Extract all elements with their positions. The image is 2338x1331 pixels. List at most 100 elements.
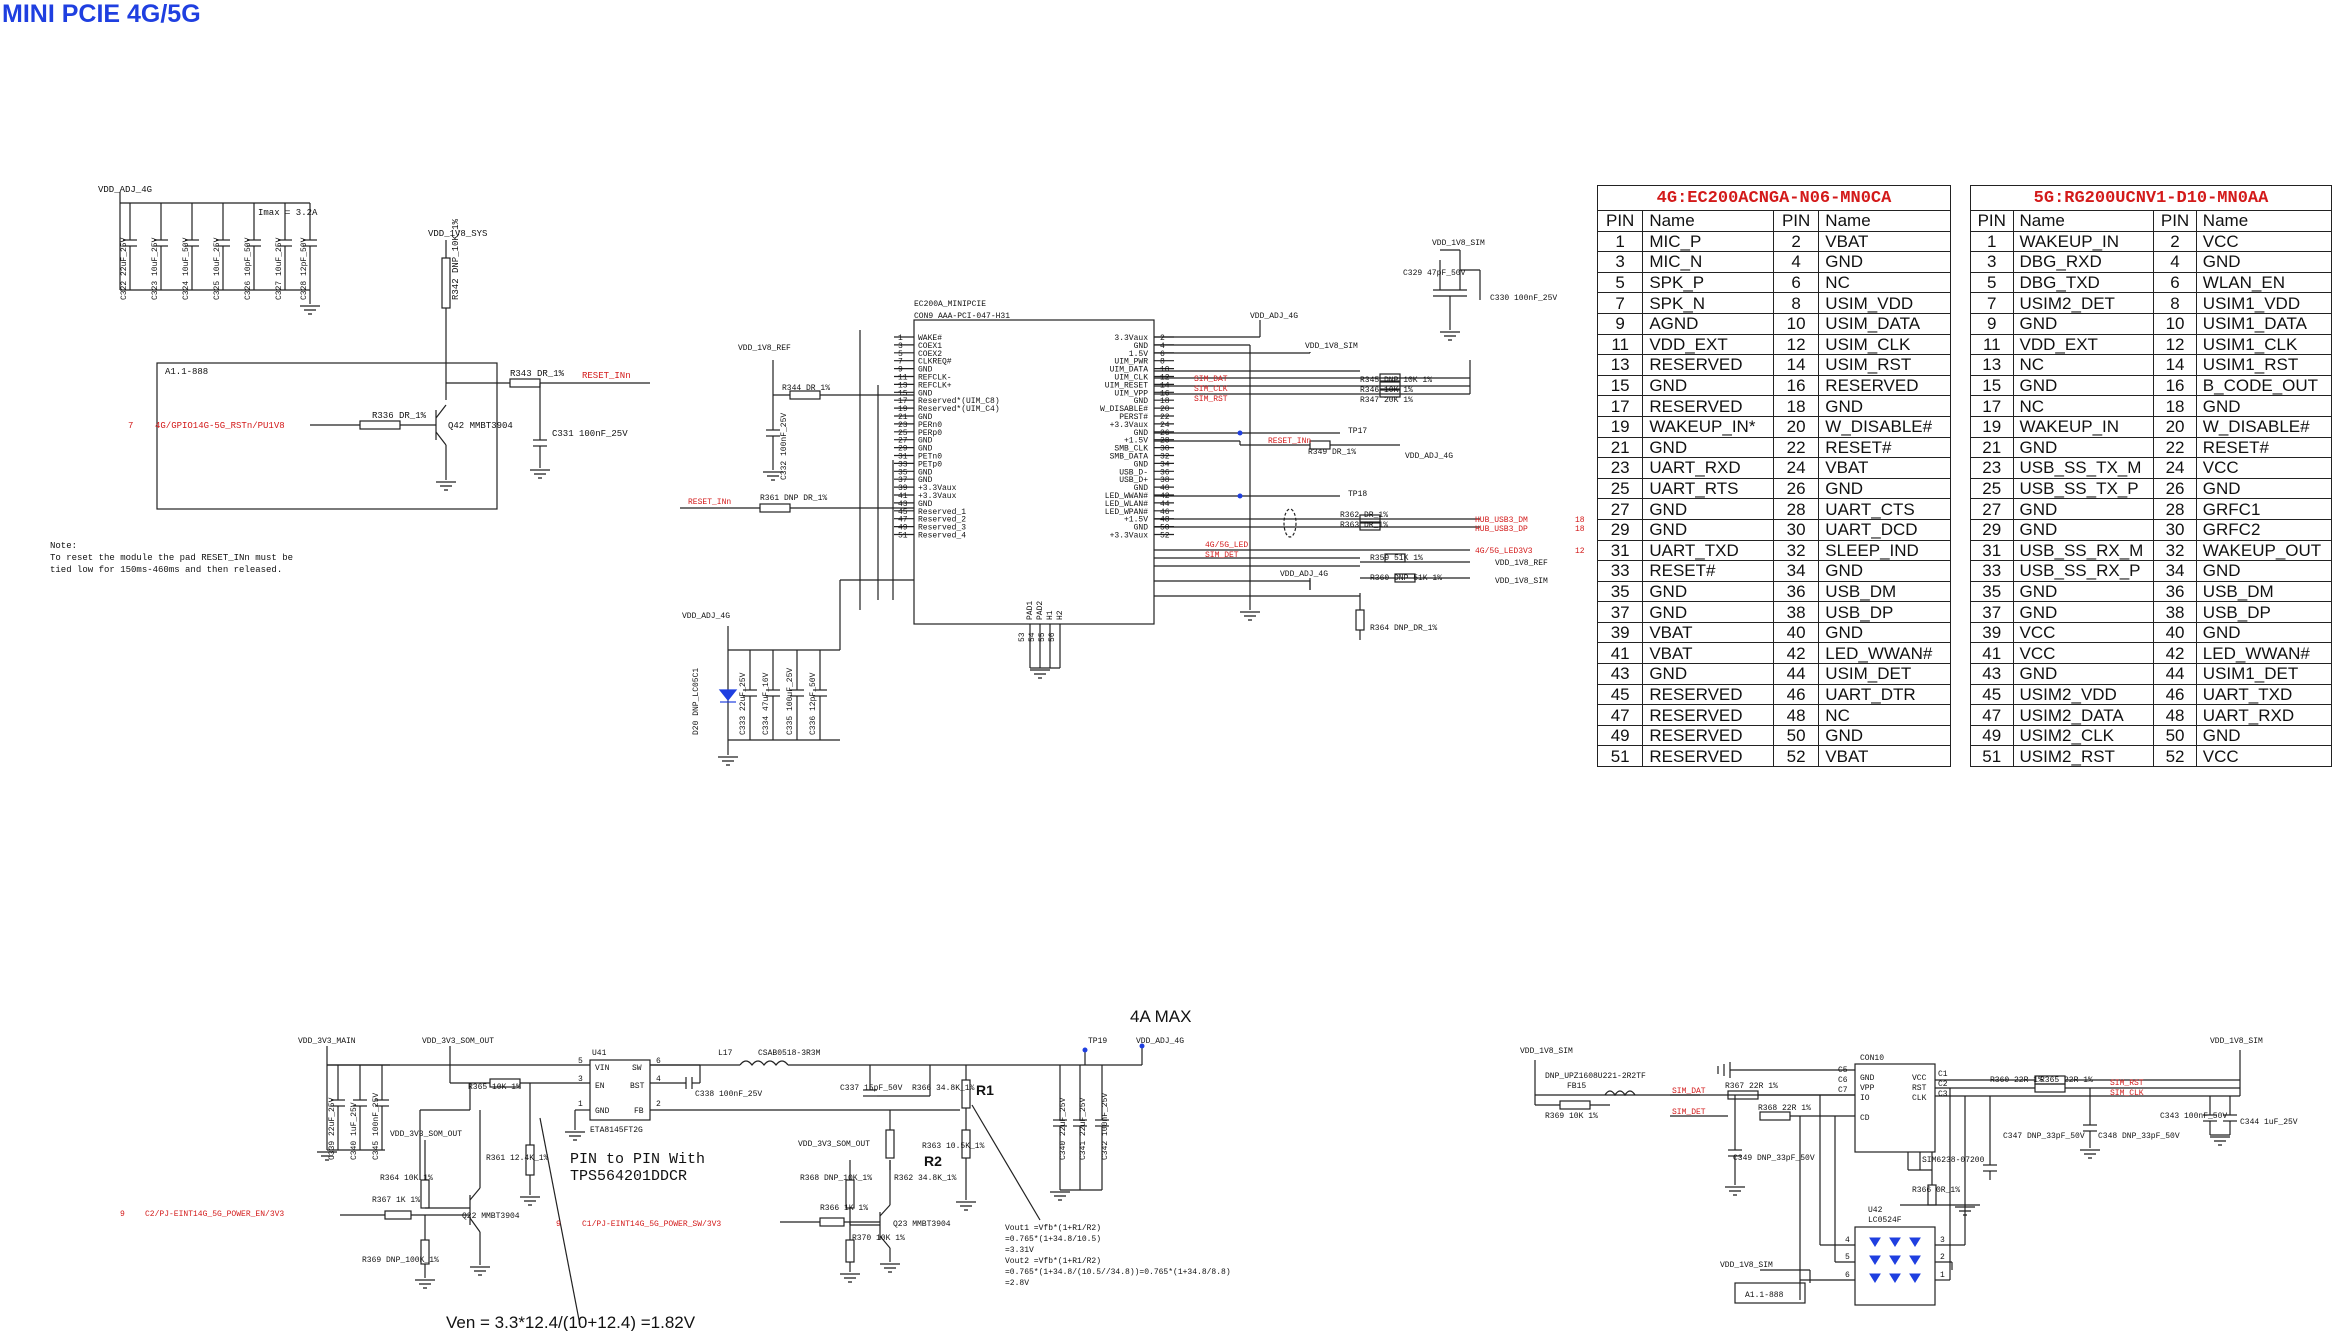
- u41-num-2: 2: [656, 1100, 661, 1109]
- table-cell: 11: [1970, 333, 2014, 356]
- imax-label: Imax = 3.2A: [258, 208, 318, 218]
- connector-body: [913, 319, 1155, 625]
- net-sim-dat: SIM_DAT: [1194, 375, 1228, 384]
- table-cell: 27: [1970, 498, 2014, 520]
- table-cell: NC: [2012, 395, 2155, 417]
- table-cell: 30: [2153, 518, 2197, 541]
- connector-left-pin-number: 43: [898, 500, 908, 509]
- resistor-r365-power: R365 10K 1%: [468, 1083, 521, 1092]
- table-cell: 2: [1772, 230, 1820, 253]
- table-cell: USIM_RST: [1818, 354, 1951, 376]
- resistor-r347: R347 20K 1%: [1360, 396, 1413, 405]
- connector-left-pin-number: 37: [898, 476, 908, 485]
- pad-num-56: 56: [1048, 632, 1057, 642]
- connector-left-pin-number: 35: [898, 468, 908, 477]
- connector-left-pin-name: PERn0: [918, 421, 942, 430]
- table-cell: 34: [1772, 560, 1820, 582]
- table-cell: 14: [2153, 354, 2197, 376]
- table-header-cell: Name: [2012, 210, 2155, 232]
- table-cell: 49: [1596, 724, 1644, 747]
- table-cell: 42: [2153, 642, 2197, 665]
- table-cell: 29: [1596, 518, 1644, 541]
- con10-pin-io: IO: [1860, 1094, 1870, 1103]
- rail-vdd-sim-out: VDD_1V8_SIM: [1495, 577, 1548, 586]
- u41-num-3: 3: [578, 1075, 583, 1084]
- table-cell: 12: [1772, 333, 1820, 356]
- testpoint-tp17: TP17: [1348, 427, 1367, 436]
- rail-vdd-adj-4g-left: VDD_ADJ_4G: [682, 612, 730, 621]
- table-cell: 16: [2153, 374, 2197, 397]
- table-cell: 18: [1772, 395, 1820, 417]
- table-cell: 9: [1970, 312, 2014, 335]
- table-cell: 46: [2153, 683, 2197, 706]
- rail-vdd-som-out-top: VDD_3V3_SOM_OUT: [422, 1037, 494, 1046]
- table-cell: 5: [1970, 271, 2014, 294]
- rail-vdd-sim-right-sim: VDD_1V8_SIM: [2210, 1037, 2263, 1046]
- table-cell: 13: [1970, 354, 2014, 376]
- connector-left-pin-number: 3: [898, 342, 903, 351]
- inductor-l17: L17: [718, 1049, 733, 1058]
- table-header-cell: Name: [1818, 210, 1951, 232]
- table-cell: 23: [1970, 457, 2014, 479]
- table-cell: 8: [1772, 292, 1820, 314]
- table-cell: VDD_EXT: [1642, 333, 1774, 356]
- table-cell: USB_SS_TX_M: [2012, 457, 2155, 479]
- net-sim-clk: SIM_CLK: [1194, 385, 1228, 394]
- table-cell: 14: [1772, 354, 1820, 376]
- connector-left-pin-number: 39: [898, 484, 908, 493]
- table-cell: GND: [1642, 580, 1774, 603]
- page-title: MINI PCIE 4G/5G: [2, 0, 201, 28]
- table-cell: GND: [2195, 724, 2333, 747]
- note-line-2: To reset the module the pad RESET_INn mu…: [50, 553, 293, 563]
- connector-right-pin-name: UIM_VPP: [1114, 389, 1148, 398]
- u42-part: LC0524F: [1868, 1216, 1902, 1225]
- con10-num-c3: C3: [1938, 1090, 1948, 1099]
- connector-left-pin-number: 51: [898, 532, 908, 541]
- en-sheet-ref: 9: [120, 1210, 125, 1219]
- table-cell: GND: [2195, 477, 2333, 500]
- table-cell: USB_DP: [1818, 601, 1951, 623]
- table-cell: VCC: [2012, 642, 2155, 665]
- table-header-cell: PIN: [1970, 210, 2014, 232]
- cap-c322: C322 22uF_25V: [120, 237, 129, 300]
- cap-c324: C324 10uF_50V: [182, 237, 191, 300]
- connector-header: EC200A_MINIPCIE: [914, 300, 986, 309]
- connector-left-pin-number: 33: [898, 460, 908, 469]
- con10-pin-vpp: VPP: [1860, 1084, 1875, 1093]
- module-box-label: A1.1-888: [165, 367, 208, 377]
- net-sim-det-left: SIM_DET: [1672, 1108, 1706, 1117]
- connector-left-pin-number: 1: [898, 334, 903, 343]
- cap-c330: C330 100nF_25V: [1490, 294, 1557, 303]
- con10-pin-rst: RST: [1912, 1084, 1927, 1093]
- connector-left-pin-number: 17: [898, 397, 908, 406]
- table-cell: 22: [2153, 436, 2197, 459]
- connector-right-pin-name: UIM_PWR: [1114, 358, 1148, 367]
- table-cell: 15: [1596, 374, 1644, 397]
- u42-num-2: 2: [1940, 1253, 1945, 1262]
- connector-left-pin-number: 21: [898, 413, 908, 422]
- sim-box-label: A1.1-888: [1745, 1291, 1784, 1300]
- table-cell: B_CODE_OUT: [2195, 374, 2333, 397]
- connector-right-pin-number: 10: [1160, 366, 1170, 375]
- net-led: 4G/5G_LED: [1205, 541, 1248, 550]
- connector-left-pin-name: PETp0: [918, 460, 942, 469]
- table-cell: VDD_EXT: [2012, 333, 2155, 356]
- table-cell: 19: [1970, 415, 2014, 438]
- table-cell: WAKEUP_IN: [2012, 415, 2155, 438]
- resistor-r367-power: R367 1K 1%: [372, 1196, 420, 1205]
- cap-bank-top-left: [123, 203, 317, 290]
- table-header-cell: PIN: [1596, 210, 1644, 232]
- table-cell: 38: [1772, 601, 1820, 623]
- cap-c329: C329 47pF_50V: [1403, 269, 1466, 278]
- table-cell: 9: [1596, 312, 1644, 335]
- table-cell: VCC: [2195, 457, 2333, 479]
- table-cell: RESET#: [2195, 436, 2333, 459]
